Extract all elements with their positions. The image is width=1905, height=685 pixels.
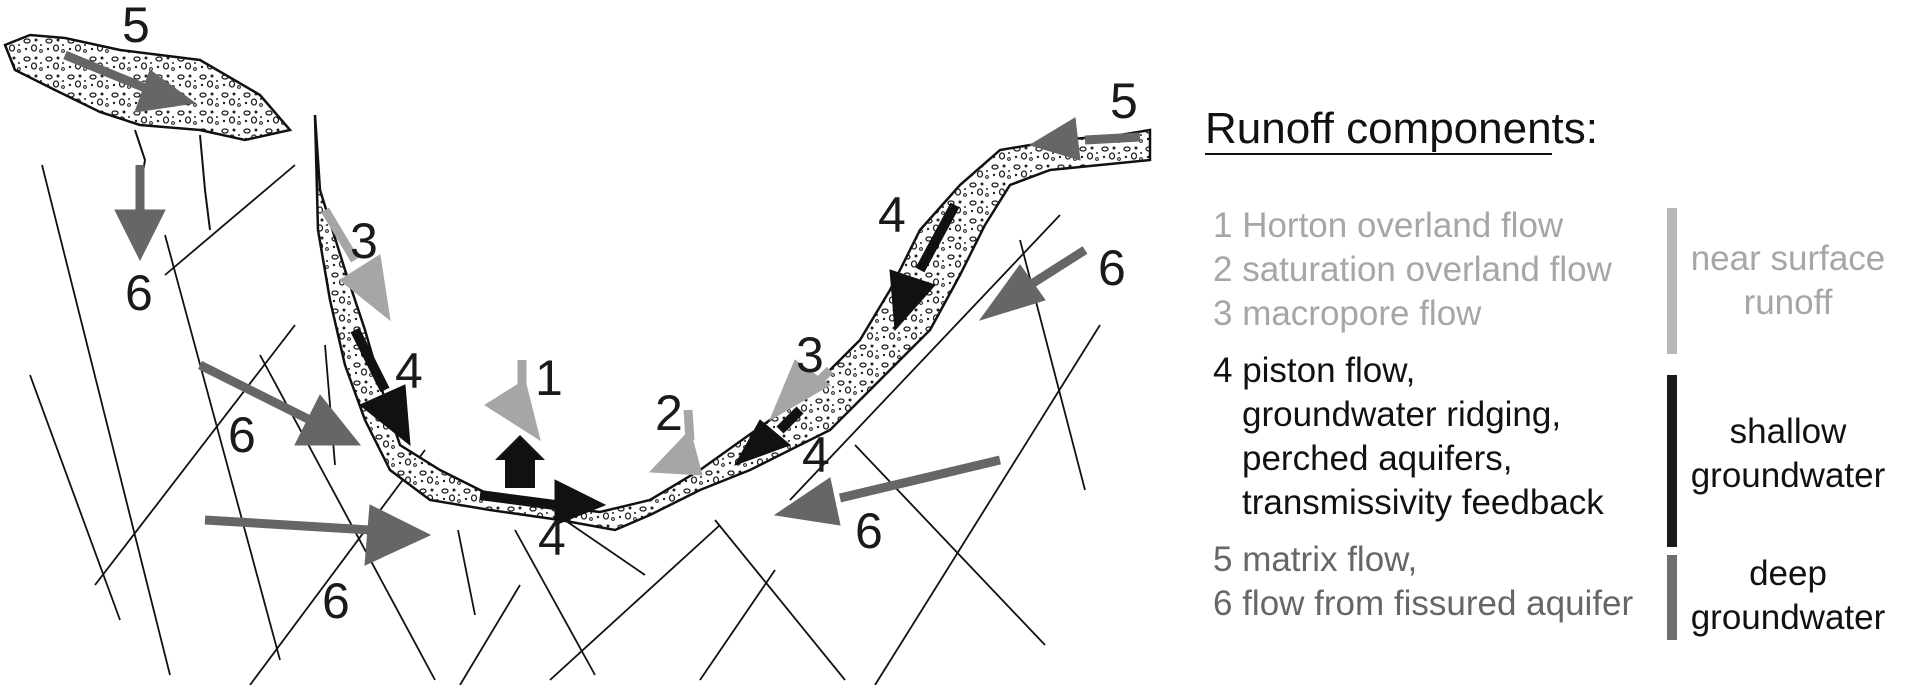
group-label-near-surface-line1: near surface: [1690, 239, 1886, 278]
group-label-shallow-line2: groundwater: [1690, 456, 1886, 495]
marker-1: 1: [535, 350, 563, 406]
arrow-4-right-lower: [733, 406, 804, 466]
marker-5-right: 5: [1110, 73, 1138, 129]
flow-markers: 5 5 6 6 6 6 6 3 3 4 4 4 4 1 2: [122, 0, 1138, 629]
marker-4-right-lower: 4: [802, 427, 830, 483]
group-label-near-surface-line2: runoff: [1743, 283, 1833, 322]
marker-3-right: 3: [796, 327, 824, 383]
arrow-3-right: [768, 359, 834, 422]
marker-4-left: 4: [395, 343, 423, 399]
group-bar-deep: [1667, 555, 1677, 640]
marker-6-mid: 6: [228, 407, 256, 463]
arrow-6-low: [204, 504, 432, 566]
legend-item-4-line3: perched aquifers,: [1242, 439, 1513, 478]
legend-item-3: 3 macropore flow: [1213, 294, 1482, 333]
marker-4-right-upper: 4: [878, 187, 906, 243]
runoff-diagram: 5 5 6 6 6 6 6 3 3 4 4 4 4 1 2: [3, 0, 1152, 685]
flow-arrows: [63, 50, 1141, 566]
group-label-shallow-line1: shallow: [1729, 412, 1847, 451]
legend-item-4: 4 piston flow,: [1213, 351, 1416, 390]
marker-2: 2: [655, 385, 683, 441]
group-bar-shallow: [1667, 375, 1677, 547]
arrow-6-down: [114, 165, 166, 262]
legend-title: Runoff components:: [1205, 104, 1598, 153]
arrow-6-mid: [197, 360, 362, 446]
arrow-6-right-lower: [773, 455, 1002, 526]
marker-5-left: 5: [122, 0, 150, 53]
group-label-shallow: shallow groundwater: [1683, 410, 1893, 498]
legend-item-1: 1 Horton overland flow: [1213, 206, 1564, 245]
arrow-5-left: [63, 50, 197, 113]
marker-6-right-lower: 6: [855, 503, 883, 559]
marker-4-bottom: 4: [538, 510, 566, 566]
arrow-5-right: [1028, 117, 1141, 161]
group-label-deep-line2: groundwater: [1690, 598, 1886, 637]
arrow-6-right-upper: [978, 246, 1088, 321]
legend-item-5: 5 matrix flow,: [1213, 540, 1418, 579]
arrow-4-left: [350, 327, 411, 447]
soil-layer: [3, 33, 1152, 532]
legend-item-4-line2: groundwater ridging,: [1242, 395, 1562, 434]
arrow-4-bottom: [479, 479, 607, 526]
group-label-near-surface: near surface runoff: [1683, 237, 1893, 325]
arrow-4-right-upper: [889, 202, 960, 332]
marker-6-top: 6: [125, 265, 153, 321]
group-label-deep: deep groundwater: [1683, 552, 1893, 640]
arrow-3-left: [321, 207, 391, 322]
legend: Runoff components: 1 Horton overland flo…: [1205, 100, 1895, 660]
legend-item-4-line4: transmissivity feedback: [1242, 483, 1604, 522]
arrow-4-up: [495, 435, 545, 488]
legend-item-6: 6 flow from fissured aquifer: [1213, 584, 1634, 623]
arrow-1: [484, 360, 541, 442]
legend-title-underline: [1205, 153, 1552, 155]
legend-item-2: 2 saturation overland flow: [1213, 250, 1612, 289]
group-bar-near-surface: [1667, 208, 1677, 354]
marker-3-left: 3: [350, 213, 378, 269]
marker-6-low: 6: [322, 573, 350, 629]
group-label-deep-line1: deep: [1749, 554, 1827, 593]
marker-6-right-upper: 6: [1098, 240, 1126, 296]
arrow-2: [648, 409, 703, 476]
